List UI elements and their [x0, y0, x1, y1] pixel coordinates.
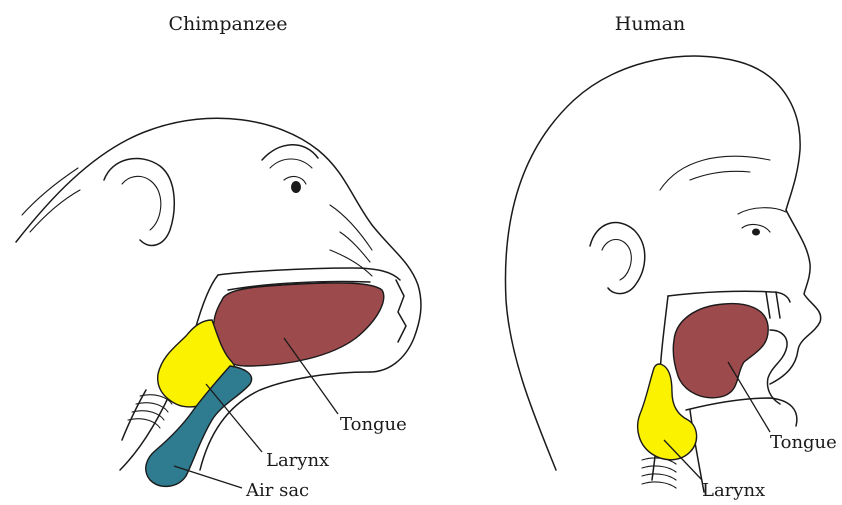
chimp-palate: [218, 268, 400, 280]
chimp-ear: [104, 158, 174, 245]
human-panel: Human: [505, 13, 836, 501]
human-tongue-label: Tongue: [770, 432, 837, 453]
chimp-air-sac-label: Air sac: [245, 480, 309, 501]
human-eye: [752, 229, 760, 236]
chimp-tongue-label: Tongue: [340, 414, 407, 435]
human-palate: [668, 291, 790, 302]
chimpanzee-panel: Chimpanzee: [16, 13, 421, 501]
chimp-brow-wrinkle: [270, 159, 312, 168]
human-ear: [590, 223, 645, 294]
chimpanzee-title: Chimpanzee: [168, 13, 287, 35]
human-larynx-label: Larynx: [702, 480, 765, 501]
chimp-ear-inner: [122, 176, 161, 230]
chimp-trachea: [122, 390, 172, 440]
human-jaw-line: [686, 398, 797, 426]
human-upper-teeth: [766, 292, 780, 318]
chimp-larynx-label: Larynx: [266, 450, 329, 471]
human-face-profile: [770, 210, 821, 384]
human-ear-inner: [602, 240, 631, 281]
human-title: Human: [615, 13, 685, 35]
human-lower-jaw: [768, 330, 788, 404]
chimp-eye: [291, 181, 301, 193]
chimp-teeth: [396, 280, 406, 342]
human-trachea: [642, 458, 676, 488]
human-tongue-leader: [728, 362, 770, 432]
chimp-tongue: [213, 283, 383, 366]
human-brow: [738, 208, 786, 214]
chimp-brow: [262, 145, 318, 160]
human-tongue: [673, 304, 768, 398]
human-hairline: [660, 156, 770, 190]
